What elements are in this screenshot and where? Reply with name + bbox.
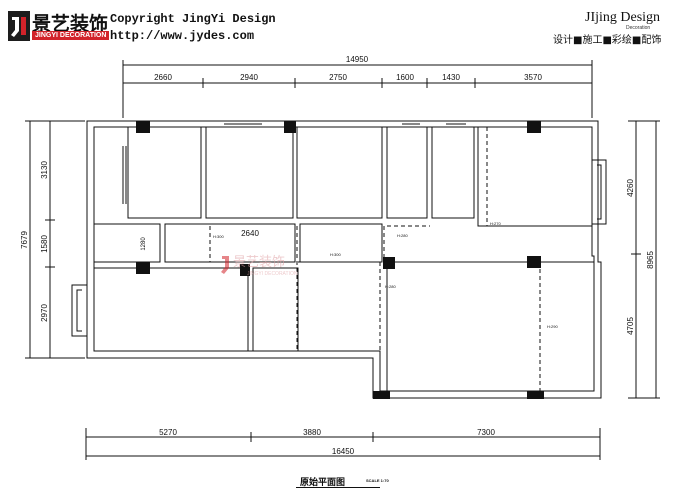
dim-left-1: 3130 — [40, 161, 49, 179]
height-label-6: H:290 — [547, 324, 558, 329]
dim-inner-1280: 1280 — [141, 237, 147, 251]
website-text: http://www.jydes.com — [110, 29, 255, 43]
plan-scale: SCALE 1:70 — [366, 478, 389, 483]
brand-services: 设计■施工■彩绘■配饰 — [553, 35, 662, 46]
height-label-5: H:270 — [490, 221, 501, 226]
dim-top-4: 1600 — [396, 73, 414, 82]
dim-bottom-total: 16450 — [332, 447, 355, 456]
copyright-text: Copyright JingYi Design — [110, 12, 276, 26]
dim-top-3: 2750 — [329, 73, 347, 82]
dim-top-2: 2940 — [240, 73, 258, 82]
watermark-text-cn: 景艺装饰 — [233, 254, 285, 269]
room-4 — [386, 126, 428, 219]
height-label-3: H:280 — [397, 233, 408, 238]
logo-text-cn: 景艺装饰 — [32, 13, 109, 35]
dim-left-3: 2970 — [40, 304, 49, 322]
room-1 — [127, 126, 202, 219]
watermark-text-en: JINGYI DECORATION — [247, 271, 298, 277]
dim-right-1: 4260 — [626, 179, 635, 197]
dim-right-total: 8965 — [646, 251, 655, 269]
dim-top-5: 1430 — [442, 73, 460, 82]
balcony-east — [592, 159, 607, 225]
room-lower-east — [386, 261, 595, 392]
plan-title: 原始平面图 — [300, 478, 346, 488]
height-label-1: H:300 — [213, 234, 224, 239]
dim-ticks-bottom — [85, 428, 601, 460]
room-lower-mid — [252, 267, 299, 352]
dim-ticks-left — [25, 120, 85, 359]
brand-name: JIjing Design — [585, 10, 661, 25]
corridor-west — [93, 223, 161, 263]
brand-subtitle: Decoration — [626, 25, 651, 31]
watermark: 景艺装饰 JINGYI DECORATION — [221, 254, 298, 277]
dim-bottom-2: 3880 — [303, 428, 321, 437]
dim-top-1: 2660 — [154, 73, 172, 82]
balcony-west — [71, 284, 87, 337]
beam-lines — [165, 127, 541, 391]
dim-top-6: 3570 — [524, 73, 542, 82]
room-5 — [431, 126, 475, 219]
room-lower-west — [93, 267, 249, 352]
columns — [136, 121, 544, 399]
dim-inner-2640: 2640 — [241, 229, 259, 238]
dim-left-2: 1580 — [40, 235, 49, 253]
title-underline — [296, 487, 380, 488]
dim-right-2: 4705 — [626, 317, 635, 335]
dim-left-total: 7679 — [20, 231, 29, 249]
height-label-2: H:300 — [330, 252, 341, 257]
outer-wall — [86, 120, 602, 399]
logo-text-en: JINGYI DECORATION — [32, 31, 110, 40]
height-label-4: H:280 — [385, 284, 396, 289]
dim-bottom-1: 5270 — [159, 428, 177, 437]
room-3 — [296, 126, 383, 219]
room-2 — [205, 126, 294, 219]
dim-bottom-3: 7300 — [477, 428, 495, 437]
room-6 — [477, 126, 593, 227]
logo-mark-icon — [8, 11, 30, 41]
dim-ticks-right — [628, 120, 660, 399]
dim-top-total: 14950 — [346, 55, 369, 64]
dim-ticks-top — [122, 60, 593, 118]
corridor-east — [299, 223, 383, 263]
